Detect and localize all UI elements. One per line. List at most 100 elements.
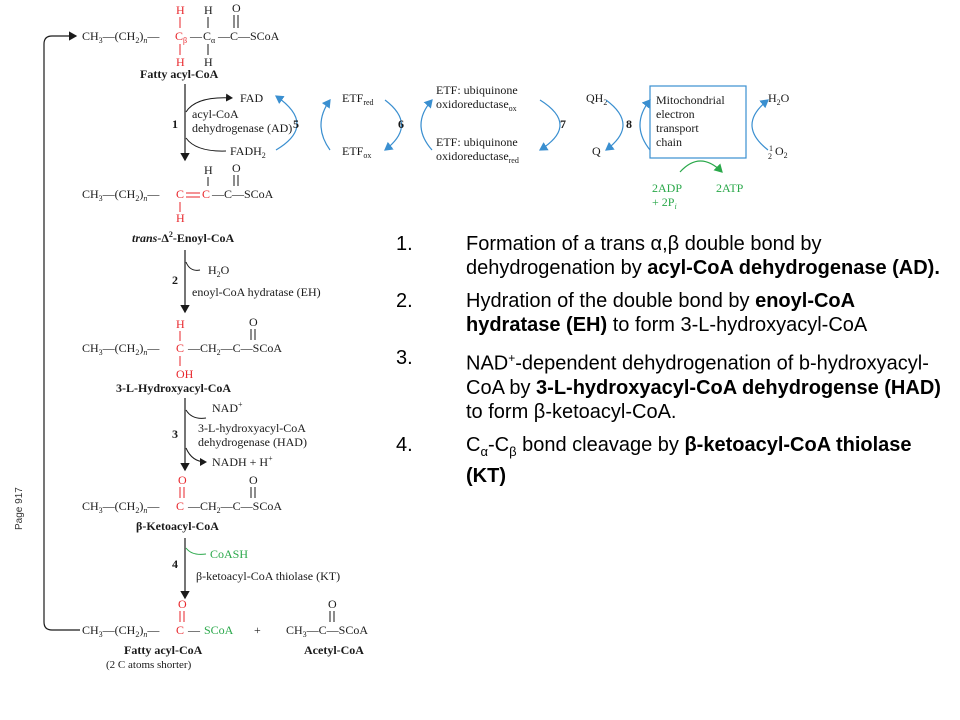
products: O CH3—(CH2)n— C — SCoA + CH3—C—SCoA O Fa…: [82, 597, 368, 671]
svg-text:H: H: [176, 211, 185, 225]
svg-text:C: C: [176, 187, 184, 201]
svg-text:—CH2—C—SCoA: —CH2—C—SCoA: [187, 499, 282, 515]
oh-group: OH: [176, 367, 194, 381]
step-text: NAD+-dependent dehydrogenation of b-hydr…: [466, 351, 941, 423]
svg-text:H: H: [176, 317, 185, 331]
svg-text:H: H: [176, 3, 185, 17]
step-number: 1.: [396, 233, 413, 255]
ketoacyl-coa-label: β-Ketoacyl-CoA: [136, 519, 219, 533]
product-fatty-acyl-label: Fatty acyl-CoA: [124, 643, 203, 657]
svg-text:CH3—(CH2)n—: CH3—(CH2)n—: [82, 623, 160, 639]
svg-text:—C—SCoA: —C—SCoA: [211, 187, 274, 201]
step1-number: 1: [172, 117, 178, 131]
step-text: Cα-Cβ bond cleavage by β-ketoacyl-CoA th…: [466, 433, 912, 487]
nad-reagent: NAD+: [212, 400, 243, 415]
svg-text:—: —: [187, 623, 201, 637]
svg-text:O: O: [178, 473, 187, 487]
ubq-ox-line2: oxidoreductaseox: [436, 97, 517, 113]
page-label: Page 917: [14, 487, 25, 530]
step1-enzyme-line1: acyl-CoA: [192, 107, 239, 121]
svg-text:H: H: [204, 163, 213, 177]
step-number: 3.: [396, 347, 413, 369]
svg-text:O: O: [249, 315, 258, 329]
mito-line2: electron: [656, 107, 695, 121]
step3-enzyme-line2: dehydrogenase (HAD): [198, 435, 307, 449]
step2-enzyme: enoyl-CoA hydratase (EH): [192, 285, 321, 299]
svg-text:O: O: [178, 597, 187, 611]
mito-etc-box: [649, 85, 747, 159]
svg-text:Cα: Cα: [203, 29, 216, 45]
svg-text:C: C: [176, 623, 184, 637]
nadh-product: NADH + H+: [212, 454, 273, 469]
svg-text:—C—SCoA: —C—SCoA: [217, 29, 280, 43]
step6-number: 6: [398, 117, 404, 131]
step2-number: 2: [172, 273, 178, 287]
ubq-ox-line1: ETF: ubiquinone: [436, 83, 518, 97]
recycle-loop-arrow: [43, 31, 80, 631]
svg-text:O: O: [249, 473, 258, 487]
ubq-red-line2: oxidoreductasered: [436, 149, 519, 165]
fatty-acyl-coa-structure: CH3—(CH2)n— H Cβ H — H Cα H —C—SCoA O Fa…: [82, 1, 280, 81]
fad-label: FAD: [240, 91, 263, 105]
step-item-4: 4. Cα-Cβ bond cleavage by β-ketoacyl-CoA…: [396, 433, 944, 488]
h2o-reagent: H2O: [208, 263, 230, 279]
fadh2-label: FADH2: [230, 144, 266, 160]
svg-text:—CH2—C—SCoA: —CH2—C—SCoA: [187, 341, 282, 357]
svg-text:SCoA: SCoA: [204, 623, 234, 637]
qh2-label: QH2: [586, 91, 607, 107]
svg-text:+: +: [254, 623, 261, 637]
hydroxyacyl-coa-structure: H CH3—(CH2)n— C —CH2—C—SCoA O OH 3-L-Hyd…: [82, 315, 282, 395]
svg-text:CH3—(CH2)n—: CH3—(CH2)n—: [82, 499, 160, 515]
adp-line1: 2ADP: [652, 181, 682, 195]
etf-ox-label: ETFox: [342, 144, 371, 160]
enoyl-coa-label: trans-Δ2-Enoyl-CoA: [132, 230, 235, 245]
svg-text:C: C: [202, 187, 210, 201]
step1-enzyme-line2: dehydrogenase (AD): [192, 121, 292, 135]
fatty-acyl-coa-label: Fatty acyl-CoA: [140, 67, 219, 81]
h2o-label: H2O: [768, 91, 790, 107]
svg-text:H: H: [204, 3, 213, 17]
q-label: Q: [592, 144, 601, 158]
mito-line3: transport: [656, 121, 699, 135]
ketoacyl-coa-structure: O O CH3—(CH2)n— C —CH2—C—SCoA β-Ketoacyl…: [82, 473, 282, 533]
step-list: 1. Formation of a trans α,β double bond …: [396, 232, 944, 497]
mito-line4: chain: [656, 135, 682, 149]
step3-number: 3: [172, 427, 178, 441]
step4-enzyme: β-ketoacyl-CoA thiolase (KT): [196, 569, 340, 583]
atp-label: 2ATP: [716, 181, 744, 195]
step-number: 4.: [396, 433, 413, 456]
step-item-2: 2. Hydration of the double bond by enoyl…: [396, 289, 944, 337]
svg-text:CH3—(CH2)n—: CH3—(CH2)n—: [82, 341, 160, 357]
acetyl-coa-label: Acetyl-CoA: [304, 643, 364, 657]
hydroxyacyl-coa-label: 3-L-Hydroxyacyl-CoA: [116, 381, 231, 395]
svg-text:Cβ: Cβ: [175, 29, 187, 45]
step3-enzyme-line1: 3-L-hydroxyacyl-CoA: [198, 421, 306, 435]
step8-number: 8: [626, 117, 632, 131]
svg-text:O: O: [328, 597, 337, 611]
step-text: Formation of a trans α,β double bond by …: [466, 233, 940, 279]
etf-red-label: ETFred: [342, 91, 374, 107]
svg-text:—: —: [189, 29, 203, 43]
svg-text:O: O: [232, 161, 241, 175]
ubq-red-line1: ETF: ubiquinone: [436, 135, 518, 149]
shorter-note: (2 C atoms shorter): [106, 659, 192, 671]
electron-transfer-chain: 5 ETFred ETFox 6 ETF: ubiquinone oxidore…: [275, 83, 790, 211]
enoyl-coa-structure: CH3—(CH2)n— C C H H —C—SCoA O trans-Δ2-E…: [82, 161, 274, 245]
step-number: 2.: [396, 290, 413, 312]
svg-text:H: H: [176, 55, 185, 69]
adp-line2: + 2Pi: [652, 195, 677, 211]
coash-reagent: CoASH: [210, 547, 248, 561]
step-item-1: 1. Formation of a trans α,β double bond …: [396, 232, 944, 280]
step-text: Hydration of the double bond by enoyl-Co…: [466, 290, 868, 336]
svg-text:CH3—C—SCoA: CH3—C—SCoA: [286, 623, 368, 639]
mito-line1: Mitochondrial: [656, 93, 725, 107]
step-item-3: 3. NAD+-dependent dehydrogenation of b-h…: [396, 346, 944, 424]
step5-number: 5: [293, 117, 299, 131]
svg-text:CH3—(CH2)n—: CH3—(CH2)n—: [82, 187, 160, 203]
svg-text:C: C: [176, 499, 184, 513]
svg-text:H: H: [204, 55, 213, 69]
step7-number: 7: [560, 117, 566, 131]
svg-text:C: C: [176, 341, 184, 355]
